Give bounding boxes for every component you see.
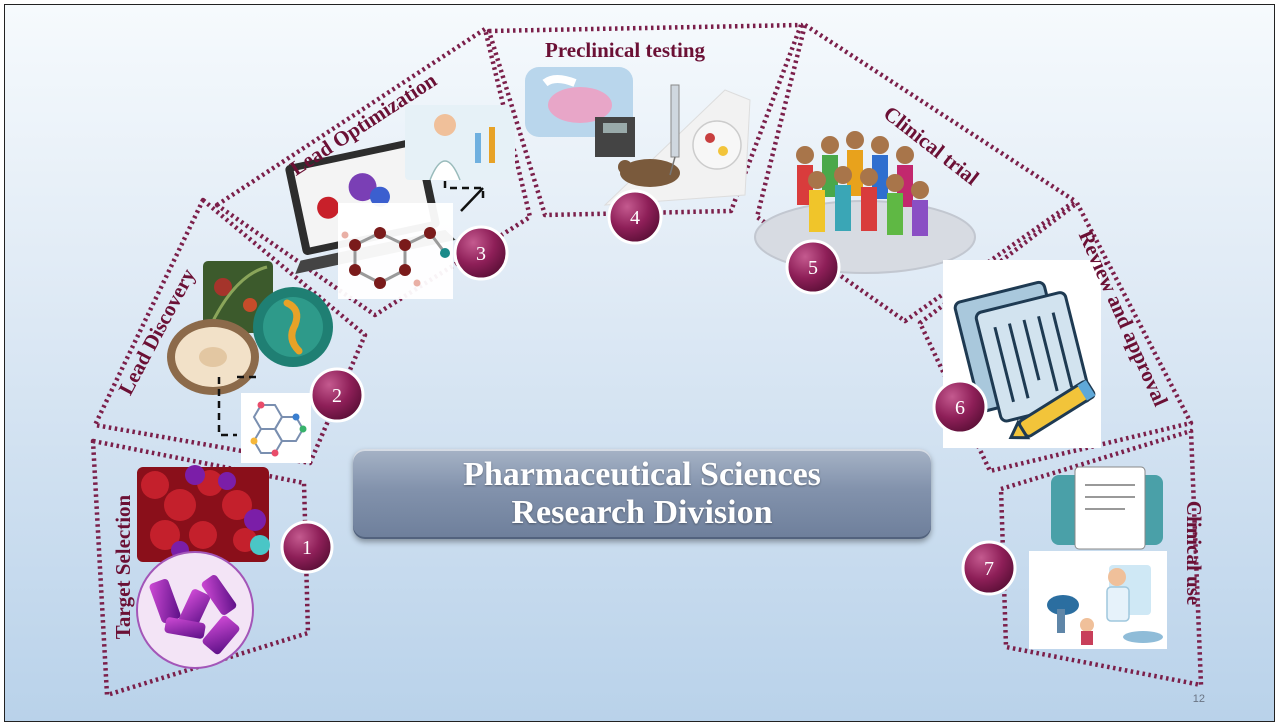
step-4-circle bbox=[607, 189, 663, 245]
slide: 1 Target Selection bbox=[4, 4, 1275, 722]
stage-5-frame bbox=[754, 22, 1078, 324]
page-number: 12 bbox=[1192, 693, 1205, 705]
stage-7-label: Clinical use bbox=[1182, 501, 1206, 605]
drug-development-arc: 1 Target Selection bbox=[90, 22, 1206, 698]
stage-1-frame bbox=[90, 438, 311, 698]
stage-3-lead-optimization: 3 Lead Optimization bbox=[214, 26, 533, 318]
step-1-number: 1 bbox=[302, 537, 312, 559]
natural-source-icon bbox=[167, 261, 333, 463]
step-3-number: 3 bbox=[476, 243, 486, 265]
stage-7-frame bbox=[998, 428, 1204, 688]
step-6-number: 6 bbox=[955, 397, 965, 419]
step-5-circle bbox=[785, 239, 841, 295]
lab-mouse-icon bbox=[525, 67, 751, 206]
step-7-circle bbox=[961, 540, 1017, 596]
step-5-number: 5 bbox=[808, 257, 818, 279]
stage-1-label: Target Selection bbox=[111, 494, 135, 639]
document-pen-icon bbox=[943, 260, 1101, 448]
step-2-number: 2 bbox=[332, 385, 342, 407]
doctor-patient-icon bbox=[1029, 466, 1167, 649]
step-1-circle bbox=[280, 520, 334, 574]
step-2-circle bbox=[309, 367, 365, 423]
stage-4-frame bbox=[486, 22, 804, 218]
step-3-circle bbox=[453, 225, 509, 281]
title-line-1: Pharmaceutical Sciences bbox=[463, 456, 821, 493]
scientist-laptop-icon bbox=[285, 105, 515, 299]
stage-6-review-and-approval: 6 Review and approval bbox=[917, 200, 1194, 474]
step-6-circle bbox=[932, 379, 988, 435]
molecule bbox=[338, 203, 453, 299]
step-7-number: 7 bbox=[984, 558, 994, 580]
stage-4-label: Preclinical testing bbox=[545, 38, 705, 62]
stage-4-preclinical-testing: 4 Preclinical testing bbox=[486, 22, 804, 245]
step-4-number: 4 bbox=[630, 207, 640, 229]
protein-structure-icon bbox=[136, 465, 270, 669]
stage-1-target-selection: 1 Target Selection bbox=[90, 438, 334, 698]
stage-7-clinical-use: 7 Clinical use bbox=[961, 428, 1206, 688]
title-line-2: Research Division bbox=[511, 494, 773, 531]
title-box: Pharmaceutical Sciences Research Divisio… bbox=[353, 449, 931, 539]
